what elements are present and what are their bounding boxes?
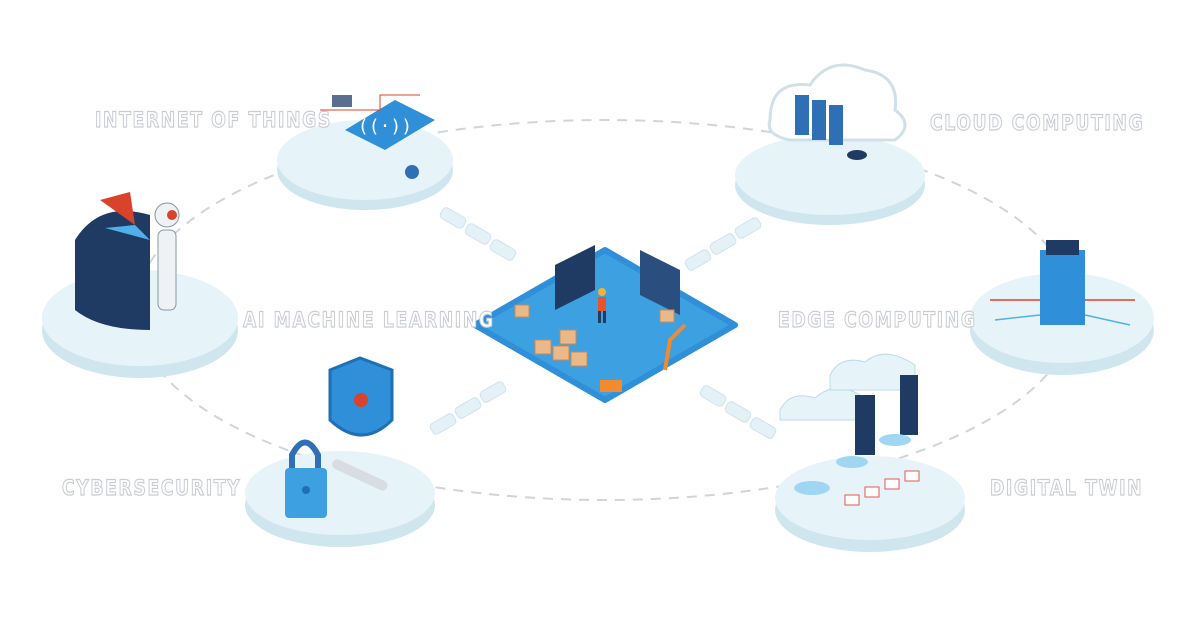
database-icon	[847, 150, 867, 160]
label-ai-machine-learning: AI MACHINE LEARNING	[243, 307, 495, 332]
svg-text:((·)): ((·))	[358, 116, 412, 137]
ai-robot-dashboard-icon	[75, 192, 180, 330]
label-edge-computing: EDGE COMPUTING	[778, 307, 977, 332]
label-cybersecurity: CYBERSECURITY	[62, 475, 242, 500]
keyhole-icon	[354, 393, 368, 407]
laptop-icon	[332, 95, 352, 107]
cloud-servers-icon	[767, 63, 907, 160]
edge-server-chip-icon	[990, 240, 1135, 326]
label-internet-of-things: INTERNET OF THINGS	[95, 107, 332, 132]
label-digital-twin: DIGITAL TWIN	[990, 475, 1144, 500]
digital-twin-clouds-icon	[779, 353, 920, 506]
boxes-icon	[514, 304, 675, 367]
spoke-ne	[684, 217, 762, 271]
gear-icon	[405, 165, 419, 179]
spoke-tiles	[429, 207, 777, 439]
padlock-icon	[285, 439, 327, 518]
platform-twin	[775, 456, 965, 552]
smart-factory-warehouse	[472, 245, 738, 403]
worker-icon	[598, 288, 606, 323]
spoke-se	[699, 385, 777, 439]
spoke-sw	[429, 381, 507, 435]
security-shield-icon	[328, 356, 394, 491]
forklift-icon	[600, 380, 622, 392]
platform-cloud	[735, 135, 925, 225]
iot-tablet-icon: ((·))	[320, 94, 435, 179]
label-cloud-computing: CLOUD COMPUTING	[930, 110, 1145, 135]
robot-arm-icon	[663, 323, 687, 371]
spoke-nw	[439, 207, 517, 261]
platform-iot	[277, 120, 453, 210]
